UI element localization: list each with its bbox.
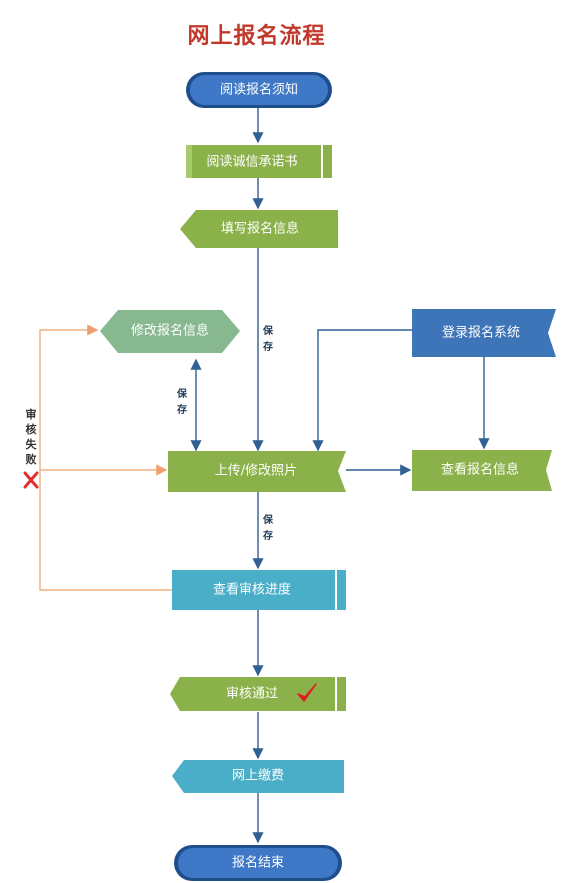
node-view-info: 查看报名信息: [412, 450, 552, 491]
svg-text:保: 保: [176, 387, 188, 400]
edge-label-save-2: 保 存: [176, 387, 188, 416]
edge-label-review-failed: 审 核 失 败: [26, 407, 38, 466]
node-upload-photo-label: 上传/修改照片: [215, 464, 297, 479]
edge-login-to-upload: [312, 329, 412, 452]
edge-fail-to-modify: [39, 324, 172, 591]
edge-label-save-1: 保 存: [262, 324, 274, 353]
node-read-notice-label: 阅读报名须知: [220, 82, 298, 98]
node-read-pledge-label: 阅读诚信承诺书: [206, 155, 297, 170]
node-finish-label: 报名结束: [232, 855, 284, 871]
node-finish: 报名结束: [174, 845, 342, 881]
svg-text:存: 存: [177, 403, 187, 416]
node-review-passed: 审核通过: [170, 677, 346, 711]
edge-label-save-3: 保 存: [262, 513, 274, 542]
node-read-notice: 阅读报名须知: [186, 72, 332, 108]
cross-icon: [23, 471, 39, 489]
node-fill-info: 填写报名信息: [180, 210, 338, 248]
svg-text:存: 存: [263, 529, 273, 542]
node-login-system-label: 登录报名系统: [442, 325, 520, 341]
svg-text:保: 保: [262, 324, 274, 337]
node-check-progress-label: 查看审核进度: [213, 582, 291, 598]
page-title: 网上报名流程: [187, 23, 326, 49]
node-modify-info-label: 修改报名信息: [131, 323, 209, 339]
node-modify-info: 修改报名信息: [100, 310, 240, 353]
svg-text:存: 存: [263, 340, 273, 353]
node-view-info-label: 查看报名信息: [441, 462, 519, 478]
node-pay-online: 网上缴费: [172, 760, 344, 793]
node-review-passed-label: 审核通过: [226, 687, 278, 702]
check-icon: [297, 683, 317, 702]
connectors: [39, 108, 490, 844]
node-read-pledge: 阅读诚信承诺书: [186, 145, 332, 178]
svg-text:败: 败: [26, 452, 37, 466]
svg-text:失: 失: [26, 437, 38, 451]
node-fill-info-label: 填写报名信息: [221, 221, 299, 237]
node-login-system: 登录报名系统: [412, 309, 556, 357]
svg-text:审: 审: [26, 407, 37, 421]
node-pay-online-label: 网上缴费: [232, 769, 284, 784]
svg-text:核: 核: [26, 422, 37, 436]
svg-text:保: 保: [262, 513, 274, 526]
node-check-progress: 查看审核进度: [172, 570, 346, 610]
node-upload-photo: 上传/修改照片: [168, 451, 346, 492]
